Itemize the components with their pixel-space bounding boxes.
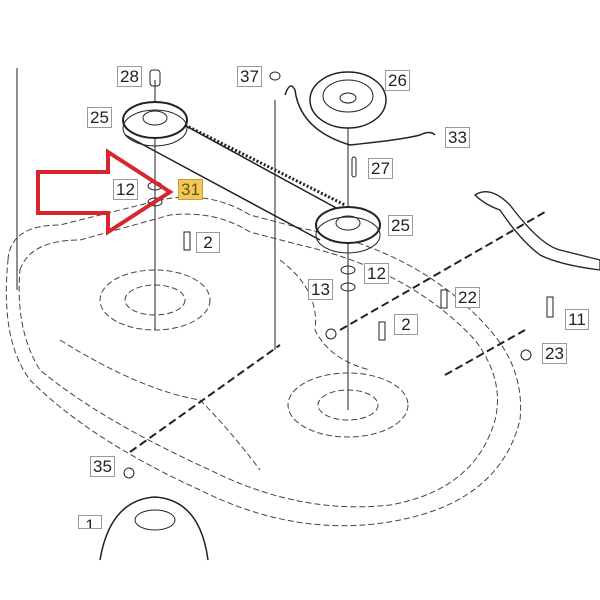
nut-35 [123,467,135,479]
callout-31-highlighted: 31 [178,179,203,200]
drive-belt [124,119,346,241]
callout-1: 1 [78,515,102,529]
callout-26: 26 [385,70,410,91]
callout-12-left: 12 [113,179,138,200]
callout-25-right: 25 [388,215,413,236]
washer-37 [269,71,281,81]
washer-12-right-top [340,265,356,275]
bolt-2-right [378,321,386,341]
washer-12-bottom [147,197,163,207]
washer-12-right-bottom [340,282,356,292]
nut-23 [520,349,532,361]
callout-12-right: 12 [364,263,389,284]
pin-27 [351,156,357,178]
idler-pulley-26 [309,71,387,129]
pulley-25-left [122,101,188,147]
bolt-2-left [183,231,191,251]
mower-deck [5,196,522,527]
assembly-leaders [129,211,546,453]
callout-35: 35 [90,456,115,477]
bolt-22 [440,289,448,309]
callout-2-left: 2 [196,232,220,253]
spindle-1 [99,496,209,561]
highlight-arrow [36,148,174,236]
callout-2-right: 2 [394,314,418,335]
callout-37: 37 [237,66,262,87]
spring-33 [284,85,436,146]
callout-27: 27 [368,158,393,179]
callout-28: 28 [117,66,142,87]
callout-22: 22 [455,287,480,308]
callout-33: 33 [445,127,470,148]
pulley-25-right [315,206,381,254]
callout-23: 23 [542,343,567,364]
callout-25-left: 25 [87,107,112,128]
callout-13: 13 [308,279,333,300]
bolt-11 [546,296,554,318]
nut-13 [325,328,337,340]
blade [473,191,600,271]
bushing-28 [149,69,161,87]
callout-11: 11 [565,309,589,330]
